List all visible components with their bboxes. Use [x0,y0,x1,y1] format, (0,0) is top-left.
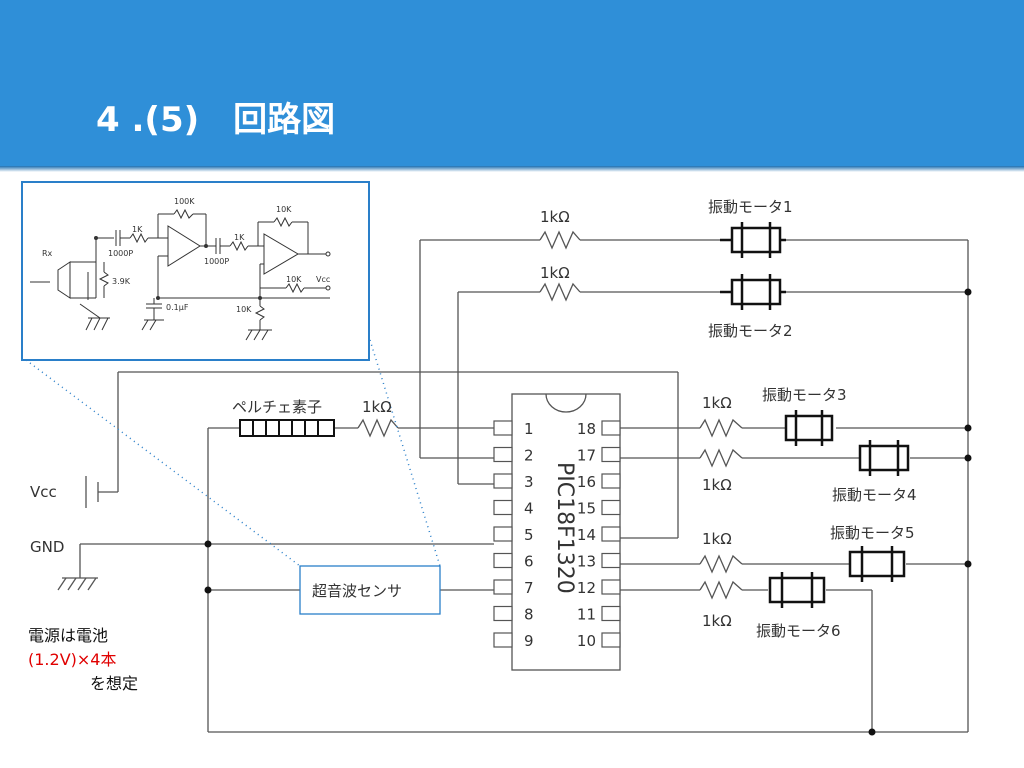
battery-symbol [85,476,99,508]
label-motor-4: 振動モータ4 [832,486,917,504]
ic-pin-number: 3 [524,473,534,491]
ic-pin-box [601,526,621,542]
label-motor-1: 振動モータ1 [708,198,793,216]
callout-lines [25,339,441,567]
ic-pin-box [493,605,513,622]
inset-vcc: Vcc [316,275,330,284]
motor-2 [720,274,786,310]
resistor-r7 [699,580,743,600]
ic-pin-box [493,446,513,463]
inset-3-9k: 3.9K [112,277,131,286]
label-motor-3: 振動モータ3 [762,386,847,404]
sensor-label: 超音波センサ [312,582,402,600]
label-peltier: ペルチェ素子 [232,398,322,416]
inset-10k-b: 10K [286,275,302,284]
ic-pin-box [493,420,513,436]
resistor-r2 [539,282,581,302]
ic-pin-number: 18 [577,420,596,438]
ic-pin-number: 9 [524,632,534,650]
ic-pin-box [493,579,513,595]
ic-pin-number: 4 [524,500,534,518]
label-motor-5: 振動モータ5 [830,524,915,542]
label-r6: 1kΩ [702,530,732,548]
resistors [357,230,743,600]
inset-10k-a: 10K [276,205,292,214]
ic-pin-number: 10 [577,632,596,650]
ic-pin-box [493,632,513,648]
title-bar-shadow [0,166,1024,172]
label-r2: 1kΩ [540,264,570,282]
label-gnd: GND [30,538,64,556]
ic-pin-box [493,526,513,542]
label-r3: 1kΩ [362,398,392,416]
amplifier-inset: Rx 100K 1K 1000P 1K 1000P 10K 3.9K 10K V… [21,181,370,361]
slide-title: 4 .(5) 回路図 [96,100,336,140]
ic-pin-box [601,420,621,436]
ic-pin-number: 2 [524,447,534,465]
ic-pin-number: 6 [524,553,534,571]
inset-100k: 100K [174,197,195,206]
ic-pin-box [601,605,621,622]
note-line-2: (1.2V)×4本 [28,650,117,669]
resistor-r1 [539,230,581,250]
inset-rx: Rx [42,249,53,258]
label-r4: 1kΩ [702,394,732,412]
ic-pin-number: 7 [524,579,534,597]
inset-1000p-a: 1000P [108,249,133,258]
ic-pin-number: 14 [577,526,596,544]
ic-pin-number: 12 [577,579,596,597]
ultrasonic-sensor-box [299,565,441,615]
ic-pin-box [493,499,513,516]
ic-pin-number: 8 [524,606,534,624]
power-note: 電源は電池 (1.2V)×4本 を想定 [28,624,158,696]
label-motor-6: 振動モータ6 [756,622,841,640]
motor-6 [768,572,826,608]
ic-pin-number: 17 [577,447,596,465]
ic-pin-number: 13 [577,553,596,571]
resistor-r4 [699,418,743,438]
motors [720,222,910,608]
motor-1 [720,222,786,258]
ic-pin-number: 1 [524,420,534,438]
ic-pin-box [601,579,621,595]
ground-symbol [57,577,98,591]
ic-pin-box [493,473,513,489]
inset-10k-c: 10K [236,305,252,314]
label-r1: 1kΩ [540,208,570,226]
inset-1000p-b: 1000P [204,257,229,266]
label-r5: 1kΩ [702,476,732,494]
label-motor-2: 振動モータ2 [708,322,793,340]
inset-1k-a: 1K [132,225,143,234]
wires [79,239,969,733]
ic-pin-box [601,499,621,516]
ic-pin-number: 15 [577,500,596,518]
ic-pin-number: 16 [577,473,596,491]
motor-3 [784,410,834,446]
resistor-r5 [699,448,743,468]
ic-name: PIC18F1320 [552,462,577,594]
label-vcc: Vcc [30,483,57,501]
ic-pin-box [493,552,513,569]
ic-pin-number: 5 [524,526,534,544]
label-r7: 1kΩ [702,612,732,630]
ic-pin-box [601,473,621,489]
note-line-1: 電源は電池 [28,626,109,645]
ic-right-pins [601,420,621,648]
motor-5 [848,546,906,582]
ic-pin-box [601,446,621,463]
peltier-element [239,419,335,437]
ic-left-pins [493,420,513,648]
inset-0-1uf: 0.1μF [166,303,189,312]
ic-pin-box [601,552,621,569]
title-bar [0,0,1024,166]
resistor-r3 [357,418,399,438]
resistor-r6 [699,554,743,574]
junction-dots [204,288,972,736]
inset-1k-b: 1K [234,233,245,242]
motor-4 [858,440,910,476]
note-line-3: を想定 [89,674,138,693]
ic-pin-box [601,632,621,648]
ic-pin-number: 11 [577,606,596,624]
